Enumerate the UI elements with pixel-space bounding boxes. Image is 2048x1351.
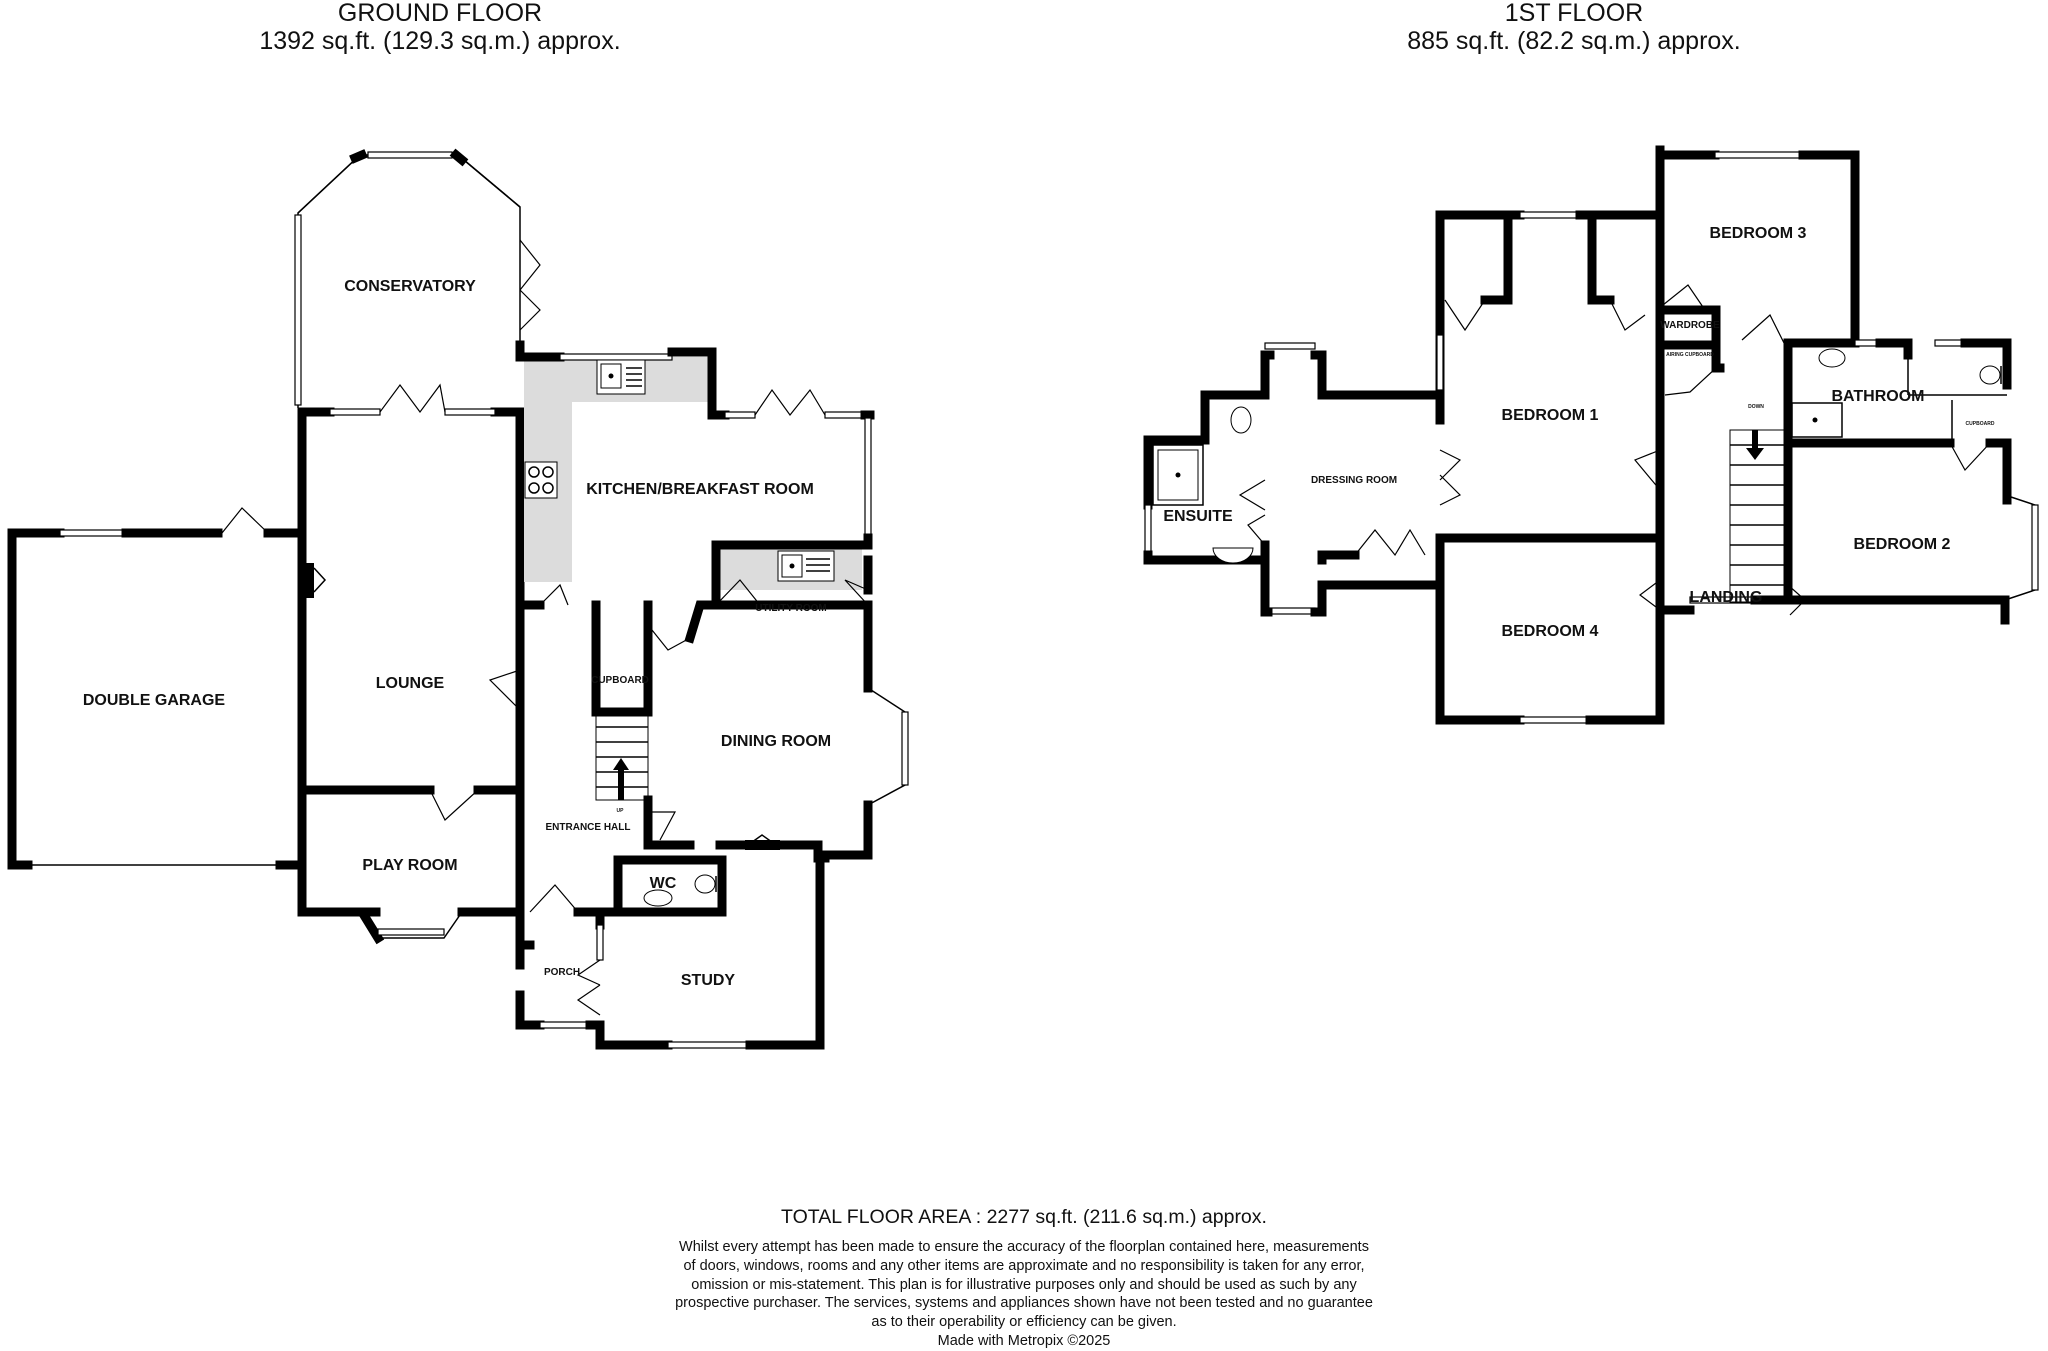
label-bathroom: BATHROOM (1831, 388, 1924, 405)
total-floor-area: TOTAL FLOOR AREA : 2277 sq.ft. (211.6 sq… (781, 1206, 1267, 1228)
first-floor-heading: 1ST FLOOR 885 sq.ft. (82.2 sq.m.) approx… (1374, 0, 1774, 55)
first-floor-title: 1ST FLOOR (1504, 0, 1644, 27)
label-dining-room: DINING ROOM (721, 733, 831, 750)
entrance-hall-outline (515, 583, 691, 950)
dining-room-outline (643, 600, 909, 860)
label-entrance-hall: ENTRANCE HALL (546, 822, 631, 833)
label-bedroom-2: BEDROOM 2 (1854, 536, 1951, 553)
disclaimer-line: omission or mis-statement. This plan is … (691, 1276, 1357, 1293)
label-up: UP (617, 808, 625, 814)
label-cupboard-gf: CUPBOARD (591, 675, 649, 686)
disclaimer-line: prospective purchaser. The services, sys… (675, 1295, 1373, 1312)
credit-line: Made with Metropix ©2025 (937, 1332, 1111, 1349)
disclaimer-line: Whilst every attempt has been made to en… (679, 1239, 1369, 1255)
lounge-outline (297, 383, 525, 917)
landing-outline (1639, 429, 1806, 616)
disclaimer-line: as to their operability or efficiency ca… (871, 1314, 1177, 1331)
label-wardrobe: WARDROBE (1660, 320, 1720, 331)
label-cupboard-ff: CUPBOARD (1966, 421, 1995, 427)
bathroom-outline (1783, 338, 2012, 505)
kitchen-outline (515, 340, 875, 610)
conservatory-outline (294, 148, 541, 408)
label-wc: WC (650, 875, 677, 892)
room-labels: CONSERVATORY KITCHEN/BREAKFAST ROOM UTIL… (83, 225, 1995, 989)
label-conservatory: CONSERVATORY (344, 278, 476, 295)
label-airing-cupboard: AIRING CUPBOARD (1666, 352, 1714, 358)
wc-outline (605, 855, 727, 917)
label-bedroom-3: BEDROOM 3 (1710, 225, 1807, 242)
ground-floor-area: 1392 sq.ft. (129.3 sq.m.) approx. (259, 27, 621, 55)
disclaimer-line: of doors, windows, rooms and any other i… (683, 1257, 1365, 1274)
label-down: DOWN (1748, 404, 1764, 410)
first-floor-plan (1143, 145, 2039, 725)
label-bedroom-4: BEDROOM 4 (1502, 623, 1599, 640)
label-kitchen: KITCHEN/BREAKFAST ROOM (586, 481, 814, 498)
label-dressing-room: DRESSING ROOM (1311, 475, 1397, 486)
ground-floor-plan (7, 148, 909, 1050)
bedroom-4-outline (1435, 533, 1665, 725)
label-ensuite: ENSUITE (1163, 508, 1233, 525)
label-porch: PORCH (544, 967, 580, 978)
bedroom-1-outline (1435, 145, 1665, 543)
label-study: STUDY (681, 972, 736, 989)
label-landing: LANDING (1690, 589, 1763, 606)
first-floor-area: 885 sq.ft. (82.2 sq.m.) approx. (1407, 27, 1741, 55)
label-play-room: PLAY ROOM (362, 857, 457, 874)
label-bedroom-1: BEDROOM 1 (1502, 407, 1599, 424)
garage-outline (7, 507, 307, 870)
ground-floor-heading: GROUND FLOOR 1392 sq.ft. (129.3 sq.m.) a… (240, 0, 640, 55)
label-lounge: LOUNGE (376, 675, 445, 692)
airing-cupboard-outline (1658, 340, 1725, 396)
dressing-room-outline (1238, 342, 1462, 617)
bedroom-2-outline (1783, 438, 2039, 625)
label-double-garage: DOUBLE GARAGE (83, 692, 226, 709)
disclaimer: Whilst every attempt has been made to en… (0, 1238, 2048, 1351)
label-utility-room: UTILITY ROOM (755, 603, 826, 614)
ground-floor-title: GROUND FLOOR (337, 0, 543, 27)
play-room-outline (297, 785, 525, 945)
porch-study-outline (515, 853, 830, 1050)
ensuite-outline (1143, 350, 1275, 565)
